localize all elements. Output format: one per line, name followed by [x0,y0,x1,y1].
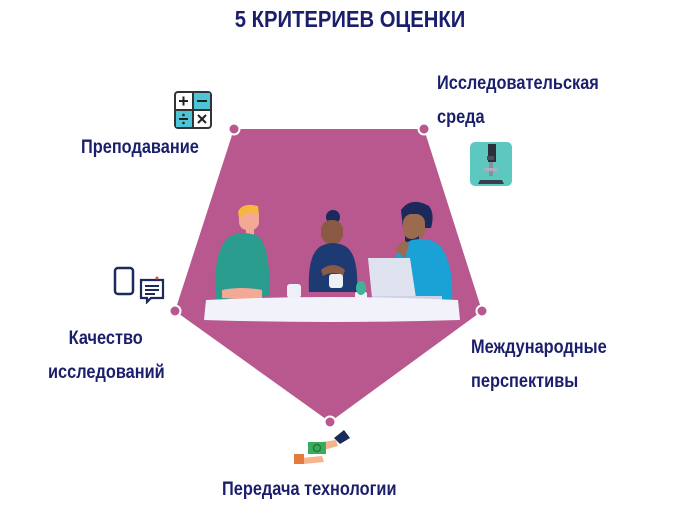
criterion-label-research-quality: Качество исследований [48,328,165,383]
table [204,297,460,322]
criterion-label-technology-transfer: Передача технологии [222,479,397,500]
criterion-label-research-environment: Исследовательская среда [437,73,599,128]
document-chat-icon [113,266,165,304]
page-title: 5 КРИТЕРИЕВ ОЦЕНКИ [234,6,466,32]
calculator-icon [174,91,212,129]
vertex-dots [168,122,489,429]
criterion-label-international-outlook: Международные перспективы [471,337,607,392]
team-meeting-illustration [204,201,460,322]
criterion-label-teaching: Преподавание [81,137,199,158]
money-handover-icon [294,430,350,464]
person-left [215,204,270,300]
microscope-icon [470,142,512,186]
person-middle [308,210,358,292]
